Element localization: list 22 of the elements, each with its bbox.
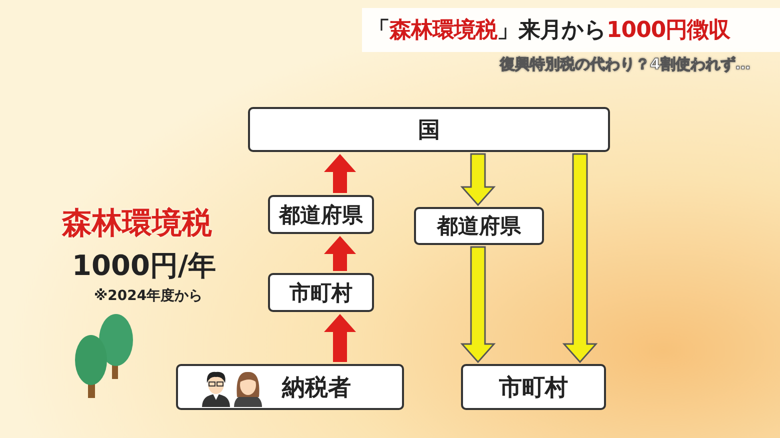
flow-arrow [324, 154, 356, 193]
flow-arrow [562, 153, 598, 364]
org-box [461, 364, 606, 410]
org-box [268, 195, 374, 234]
amount-text: 1000円/年 [72, 248, 216, 284]
org-box [176, 364, 404, 410]
org-box [268, 273, 374, 312]
tax-name: 森林環境税 [62, 205, 212, 243]
flow-arrow [324, 236, 356, 271]
org-box [414, 207, 544, 245]
box-label: 市町村 [499, 374, 568, 402]
box-label: 都道府県 [437, 213, 521, 240]
subtitle: 復興特別税の代わり？4割使われず… [500, 55, 750, 74]
footnote: ※2024年度から [94, 287, 203, 305]
box-label: 納税者 [282, 374, 351, 402]
flow-arrow [460, 153, 496, 206]
flow-arrow [460, 246, 496, 364]
box-label: 市町村 [290, 280, 352, 306]
org-box [248, 107, 610, 152]
box-label: 国 [418, 116, 440, 144]
box-label: 都道府県 [279, 202, 363, 228]
flow-arrow [324, 314, 356, 362]
